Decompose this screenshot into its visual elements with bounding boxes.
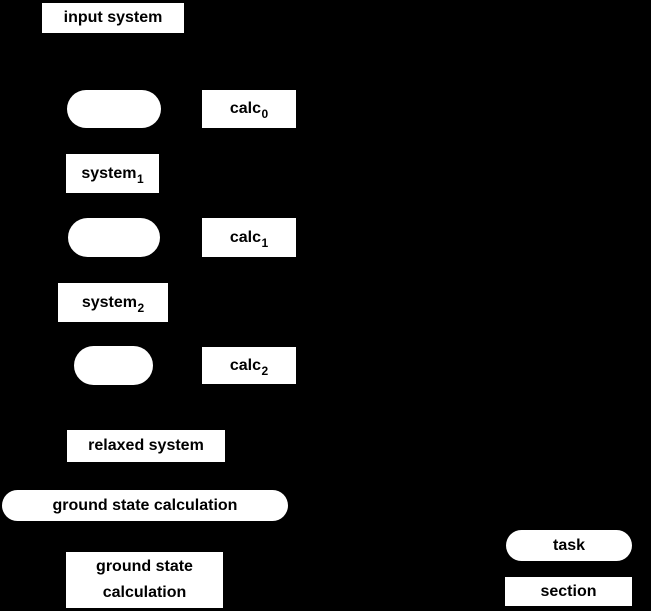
legend-section-rect: section	[505, 577, 632, 606]
system1-label: system	[81, 164, 137, 182]
ground-state-rect-line1: ground state	[96, 558, 193, 575]
legend-section-label: section	[540, 582, 597, 600]
calc2-label: calc	[229, 356, 261, 374]
calc1-label: calc	[229, 228, 261, 246]
section-node-input-system: input system	[42, 3, 184, 33]
ground-state-rect-line2: calculation	[102, 584, 187, 601]
section-node-ground-state-calculation: ground state calculation	[66, 552, 223, 608]
calc0-label: calc	[229, 100, 261, 117]
section-node-relaxed-system: relaxed system	[67, 430, 225, 462]
system2-subscript: 2	[137, 300, 145, 315]
legend-task-label: task	[552, 536, 586, 554]
task-node-unlabeled-0	[67, 90, 161, 128]
calc2-subscript: 2	[261, 363, 269, 378]
system1-subscript: 1	[136, 171, 144, 186]
calc0-subscript: 0	[261, 107, 269, 121]
calc1-subscript: 1	[261, 235, 269, 250]
relaxed-system-label: relaxed system	[88, 437, 204, 454]
task-node-unlabeled-2	[74, 346, 153, 385]
ground-state-pill-label: ground state calculation	[52, 496, 238, 514]
task-node-ground-state-calculation: ground state calculation	[2, 490, 288, 521]
input-system-label: input system	[63, 9, 163, 26]
system2-label: system	[81, 293, 137, 311]
legend-task-pill: task	[506, 530, 632, 561]
task-node-unlabeled-1	[68, 218, 160, 257]
